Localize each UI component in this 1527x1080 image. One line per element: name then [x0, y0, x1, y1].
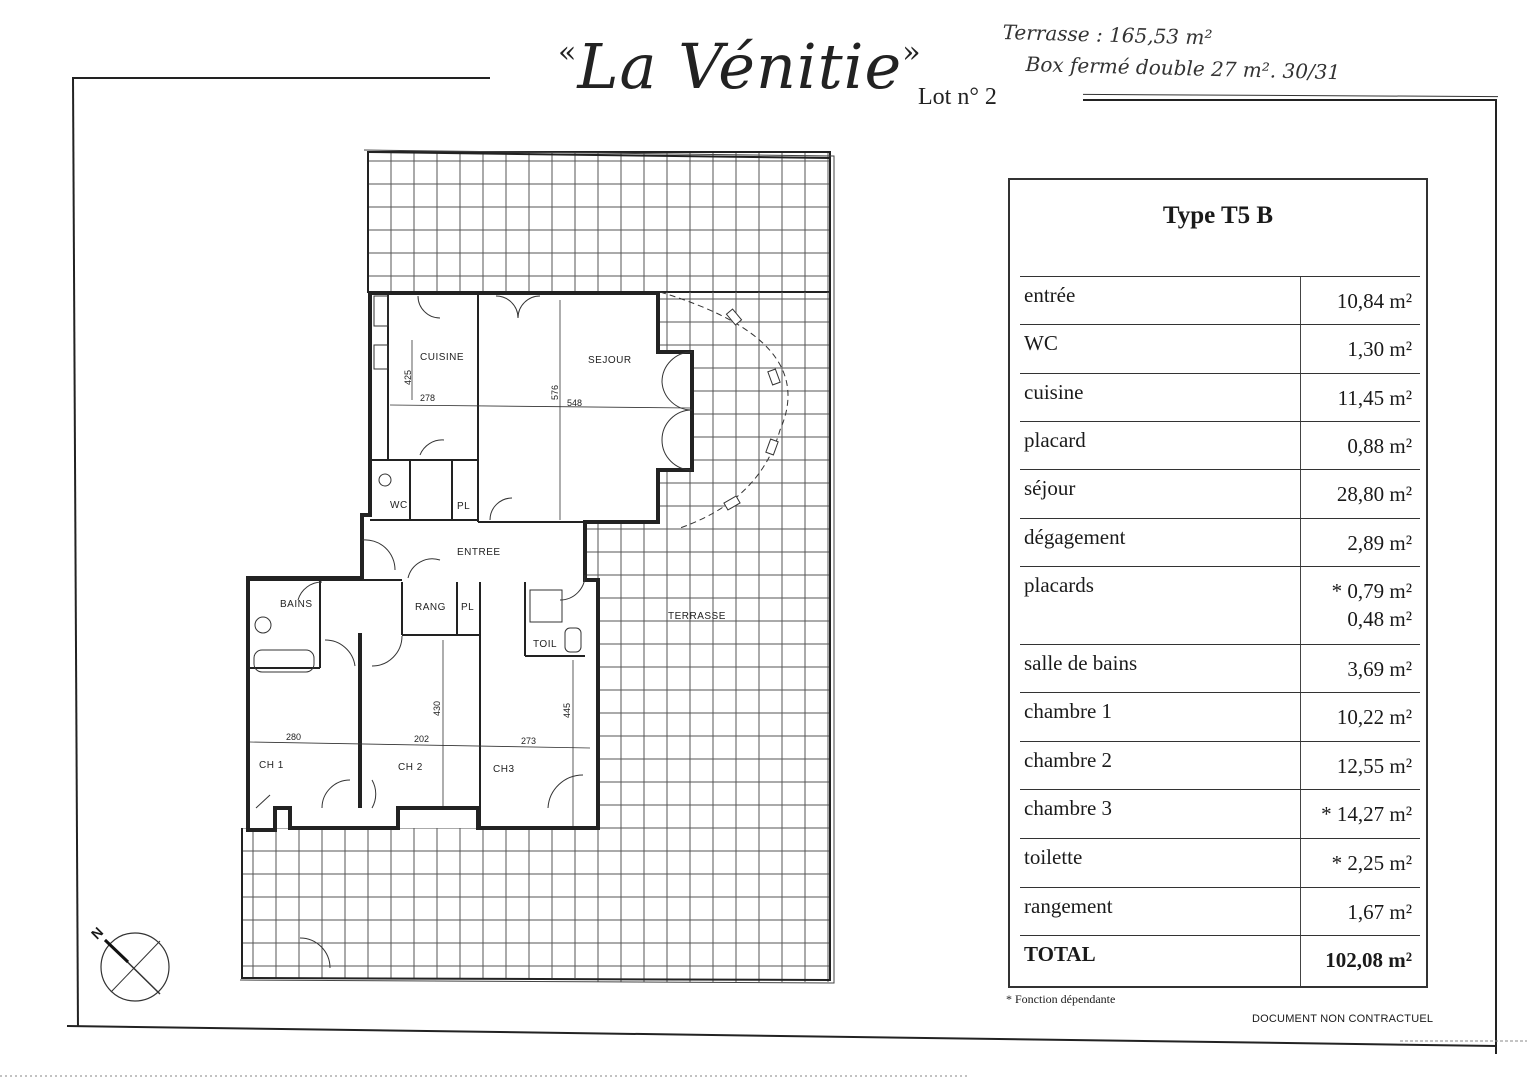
- room-label-ch3: CH3: [493, 764, 515, 775]
- row-value: 11,45 m²: [1337, 386, 1412, 410]
- row-label: placards: [1024, 573, 1094, 597]
- total-value: 102,08 m²: [1325, 948, 1412, 972]
- room-label-toil: TOIL: [533, 639, 558, 650]
- dim-cuisine-height: 425: [403, 369, 413, 385]
- frame-top-left: [72, 77, 490, 79]
- row-value: 1,30 m²: [1347, 337, 1412, 361]
- total-label: TOTAL: [1024, 942, 1096, 966]
- row-label: chambre 3: [1024, 796, 1113, 820]
- disclaimer: DOCUMENT NON CONTRACTUEL: [1252, 1013, 1434, 1025]
- row-value-secondary: 0,48 m²: [1347, 607, 1412, 631]
- row-label: chambre 2: [1024, 748, 1113, 772]
- row-value: * 0,79 m²: [1331, 579, 1412, 603]
- row-value: * 14,27 m²: [1321, 802, 1412, 826]
- apartment-walls: [246, 291, 694, 969]
- room-label-terrasse: TERRASSE: [668, 611, 726, 622]
- row-value: * 2,25 m²: [1331, 851, 1412, 875]
- footnote: * Fonction dépendante: [1006, 992, 1116, 1006]
- dim-ch2-height: 430: [432, 700, 442, 716]
- scan-artifact: [1400, 1040, 1527, 1042]
- room-label-rang: RANG: [415, 602, 446, 613]
- frame-right: [1495, 99, 1497, 1054]
- compass-icon: [100, 932, 170, 1002]
- table-row: dégagement 2,89 m²: [1020, 518, 1420, 567]
- table-row: placards * 0,79 m² 0,48 m²: [1020, 566, 1420, 645]
- table-row: salle de bains 3,69 m²: [1020, 644, 1420, 693]
- room-label-sejour: SEJOUR: [588, 355, 632, 366]
- table-row: cuisine 11,45 m²: [1020, 373, 1420, 422]
- row-label: chambre 1: [1024, 699, 1113, 723]
- room-label-ch1: CH 1: [259, 760, 284, 771]
- row-label: séjour: [1024, 476, 1076, 500]
- table-total-row: TOTAL 102,08 m²: [1020, 935, 1420, 986]
- area-table: Type T5 B entrée 10,84 m² WC 1,30 m² cui…: [1008, 178, 1428, 988]
- room-label-entree: ENTREE: [457, 547, 501, 558]
- table-row: toilette * 2,25 m²: [1020, 838, 1420, 887]
- table-row: chambre 2 12,55 m²: [1020, 741, 1420, 790]
- lot-number: Lot n° 2: [918, 84, 997, 110]
- row-value: 12,55 m²: [1336, 754, 1412, 778]
- close-quote: »: [902, 35, 922, 70]
- table-column-divider: [1300, 276, 1301, 986]
- room-label-pl-2: PL: [461, 602, 475, 613]
- title-text: La Vénitie: [577, 30, 903, 103]
- table-row: placard 0,88 m²: [1020, 421, 1420, 470]
- row-label: placard: [1024, 428, 1086, 452]
- row-value: 2,89 m²: [1347, 531, 1412, 555]
- row-value: 10,84 m²: [1336, 289, 1412, 313]
- document-title: «La Vénitie»: [558, 30, 922, 103]
- row-label: WC: [1024, 331, 1058, 355]
- room-label-ch2: CH 2: [398, 762, 423, 773]
- dim-sejour-height: 576: [550, 384, 560, 400]
- dim-ch1-width: 280: [286, 732, 302, 742]
- table-title: Type T5 B: [1162, 202, 1274, 229]
- room-label-bains: BAINS: [280, 599, 313, 610]
- row-value: 10,22 m²: [1336, 705, 1412, 729]
- row-value: 28,80 m²: [1336, 482, 1412, 506]
- table-row: chambre 1 10,22 m²: [1020, 692, 1420, 741]
- row-label: cuisine: [1024, 380, 1084, 404]
- room-label-wc: WC: [390, 500, 408, 511]
- frame-top-right: [1083, 99, 1497, 101]
- row-value: 0,88 m²: [1347, 434, 1412, 458]
- row-label: dégagement: [1024, 525, 1126, 549]
- dim-ch2-width: 202: [414, 734, 430, 744]
- dim-cuisine-width: 278: [420, 393, 436, 403]
- row-label: entrée: [1024, 283, 1076, 307]
- row-value: 3,69 m²: [1347, 657, 1412, 681]
- table-row: chambre 3 * 14,27 m²: [1020, 789, 1420, 838]
- table-row: entrée 10,84 m²: [1020, 276, 1420, 325]
- row-value: 1,67 m²: [1347, 900, 1412, 924]
- open-quote: «: [558, 35, 578, 70]
- table-row: WC 1,30 m²: [1020, 324, 1420, 373]
- row-label: toilette: [1024, 845, 1083, 869]
- row-label: rangement: [1024, 894, 1113, 918]
- dim-sejour-width: 548: [567, 398, 583, 408]
- table-row: séjour 28,80 m²: [1020, 469, 1420, 518]
- dim-ch3-width: 273: [521, 736, 537, 746]
- table-row: rangement 1,67 m²: [1020, 887, 1420, 936]
- dim-ch3-height: 445: [562, 702, 572, 718]
- row-label: salle de bains: [1024, 651, 1138, 675]
- room-label-pl-1: PL: [457, 501, 471, 512]
- room-label-cuisine: CUISINE: [420, 352, 465, 363]
- scan-artifact: [0, 1075, 970, 1077]
